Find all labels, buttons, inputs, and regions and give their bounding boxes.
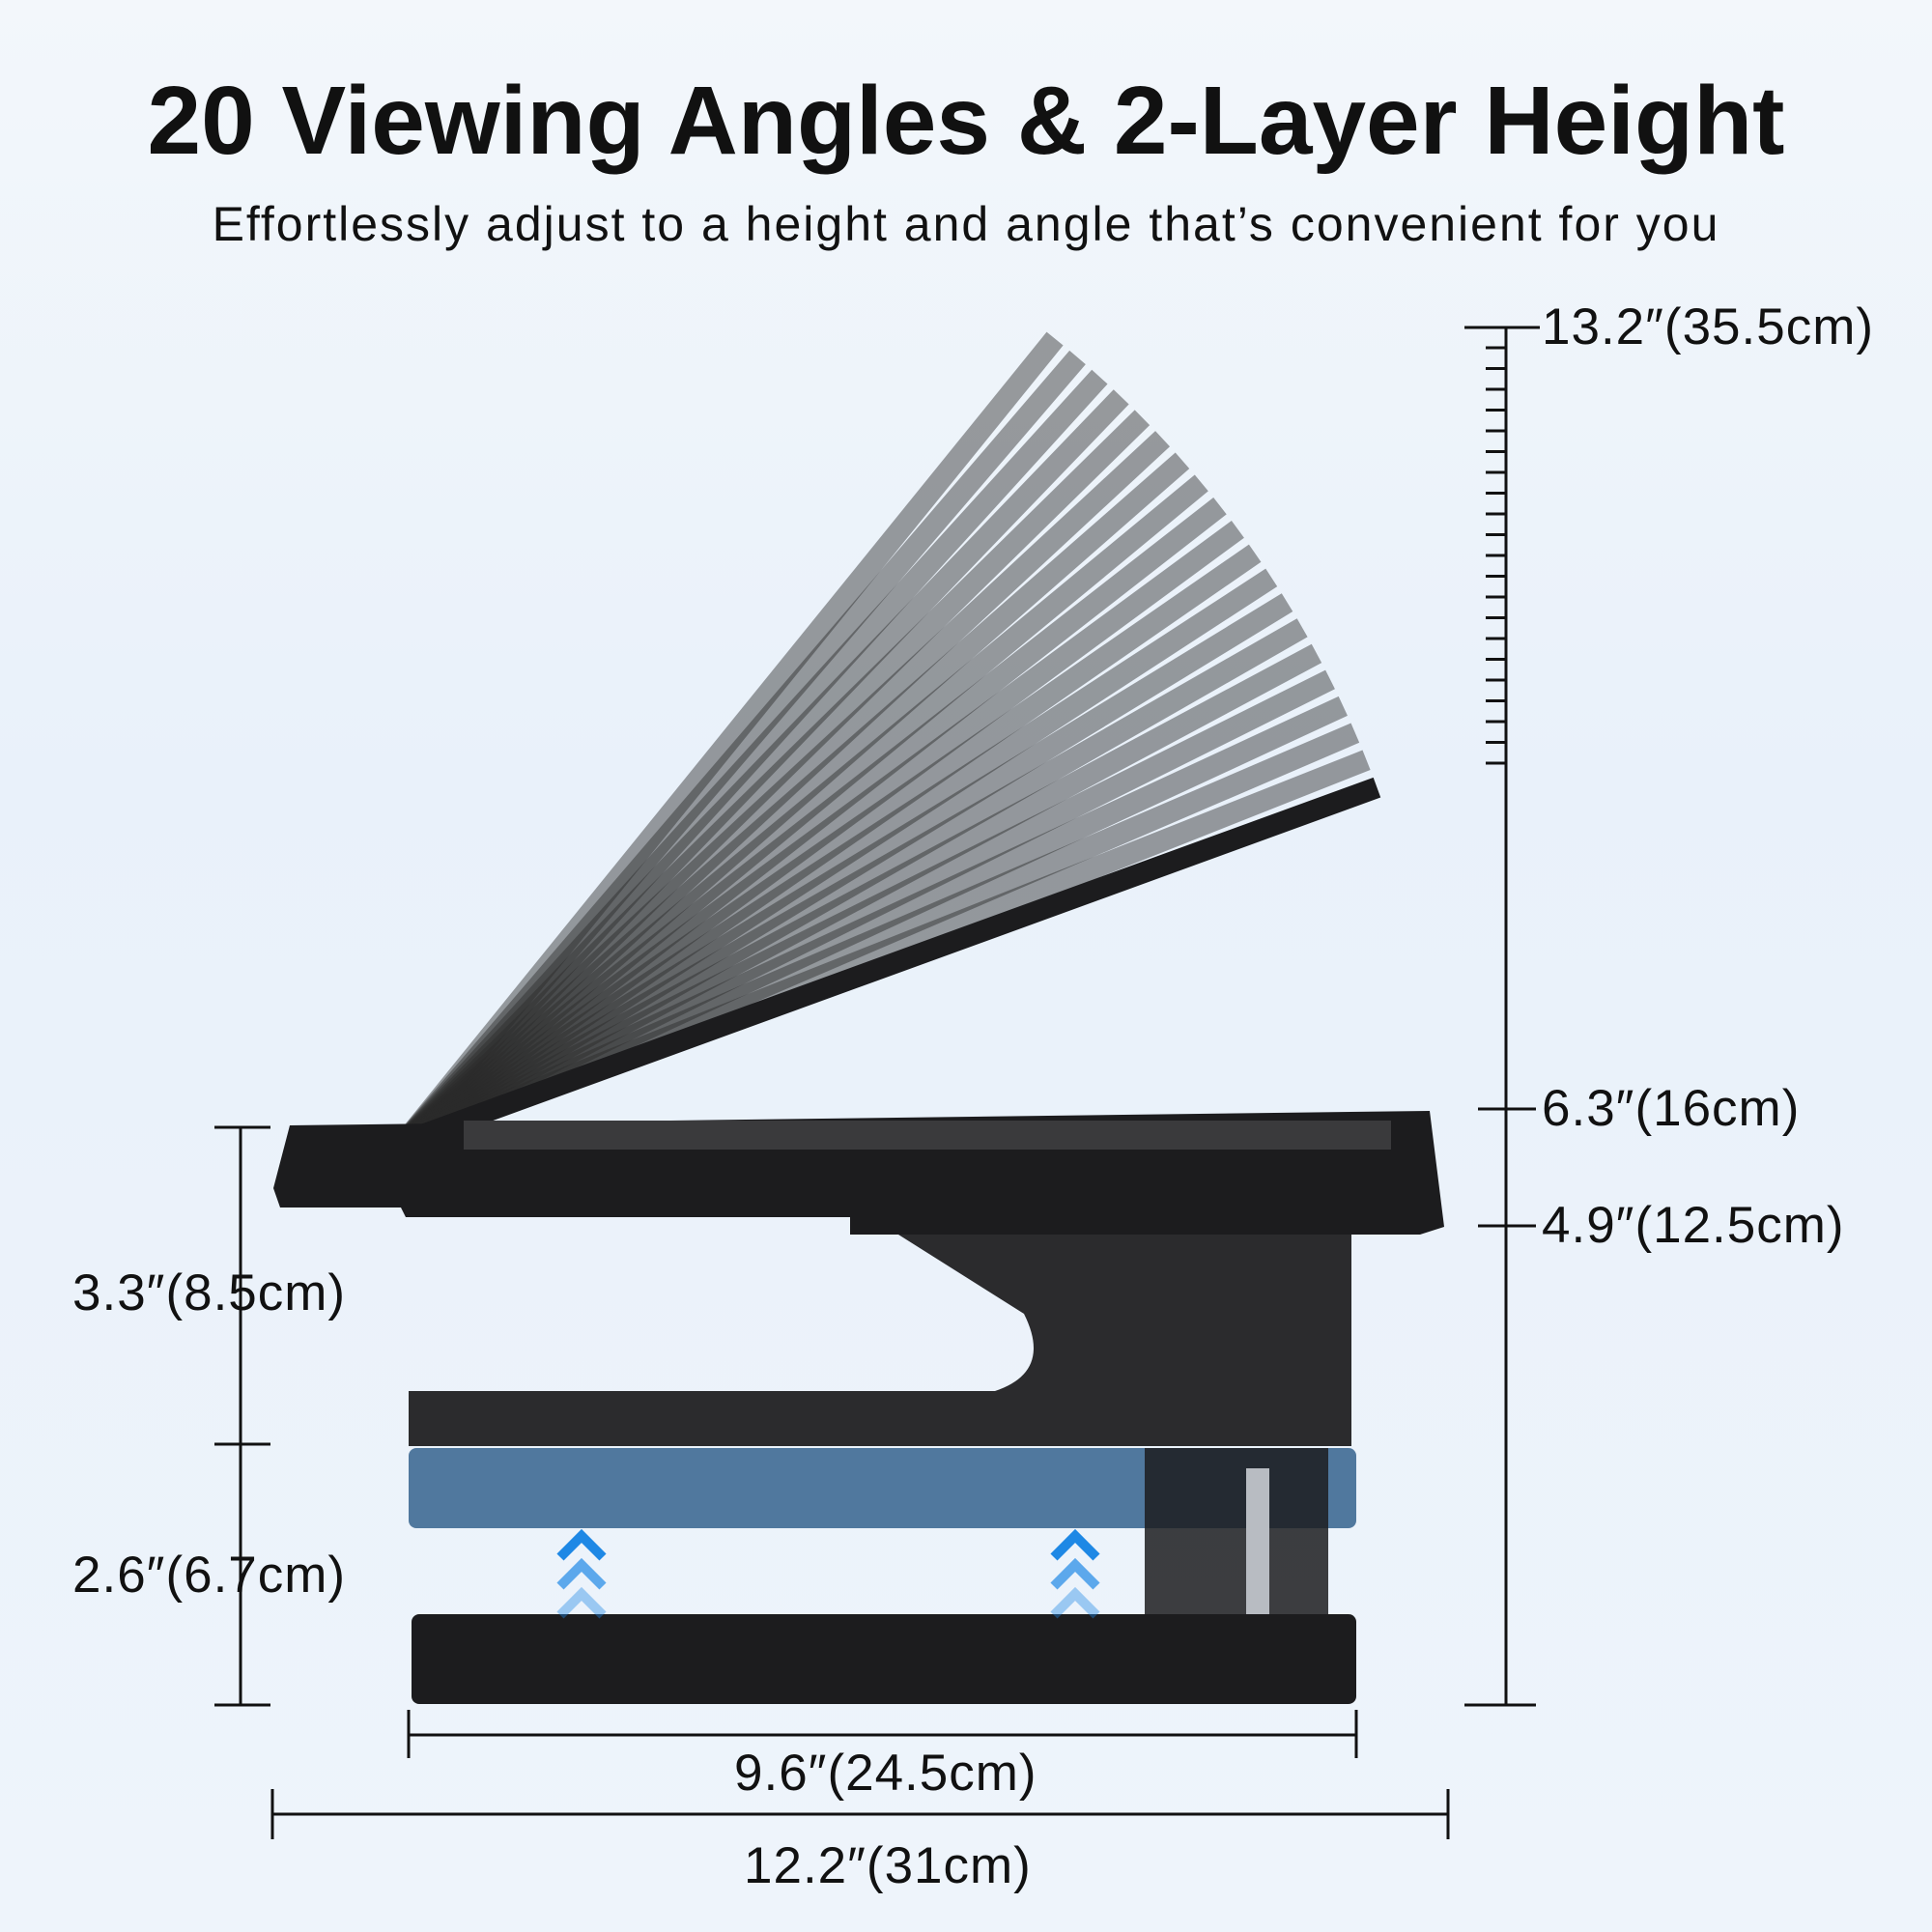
angle-panel [398, 521, 1244, 1151]
lower-layer-label: 2.6″(6.7cm) [72, 1547, 347, 1604]
angle-panel [399, 568, 1278, 1151]
angle-panel [401, 723, 1360, 1151]
angle-panel [400, 618, 1308, 1151]
width-rulers [270, 1710, 1450, 1839]
raised-layer-highlight [409, 1448, 1356, 1528]
up-arrow-icon [1050, 1528, 1100, 1561]
total-width-label: 12.2″(31cm) [744, 1837, 1032, 1894]
upper-layer-label: 3.3″(8.5cm) [72, 1264, 347, 1321]
angle-panel [396, 350, 1086, 1150]
angle-panel [397, 410, 1151, 1150]
layer-ruler [214, 1125, 270, 1707]
angle-panel [397, 452, 1190, 1151]
up-arrow-icon [1050, 1557, 1100, 1590]
angle-panel [399, 593, 1293, 1151]
angle-panel [400, 643, 1322, 1151]
page-subtitle: Effortlessly adjust to a height and angl… [212, 197, 1720, 251]
page-title: 20 Viewing Angles & 2-Layer Height [147, 67, 1785, 175]
up-arrow-icon [556, 1557, 607, 1590]
angle-panels [396, 331, 1381, 1151]
angle-panel [402, 777, 1381, 1151]
up-arrow-icon [556, 1586, 607, 1619]
up-arrow-icon [1050, 1586, 1100, 1619]
base-grill [464, 1121, 1391, 1150]
up-arrow-icon [556, 1528, 607, 1561]
angle-panel [398, 497, 1227, 1151]
bottom-layer [412, 1614, 1356, 1704]
lift-arrows [556, 1528, 1100, 1619]
low-height-label: 4.9″(12.5cm) [1542, 1197, 1845, 1254]
height-ruler [1464, 326, 1540, 1707]
support-arm [409, 1235, 1351, 1446]
mid-height-label: 6.3″(16cm) [1542, 1080, 1801, 1137]
max-height-label: 13.2″(35.5cm) [1542, 298, 1875, 355]
angle-panel [398, 474, 1208, 1151]
angle-panel [397, 431, 1170, 1150]
base-width-label: 9.6″(24.5cm) [734, 1745, 1037, 1802]
angle-panel [396, 389, 1129, 1150]
angle-panel [396, 331, 1064, 1150]
angle-panel [399, 544, 1262, 1151]
hinge-rod [1246, 1468, 1269, 1623]
angle-panel [396, 369, 1108, 1150]
angle-panel [400, 669, 1335, 1151]
angle-panel [401, 696, 1348, 1151]
